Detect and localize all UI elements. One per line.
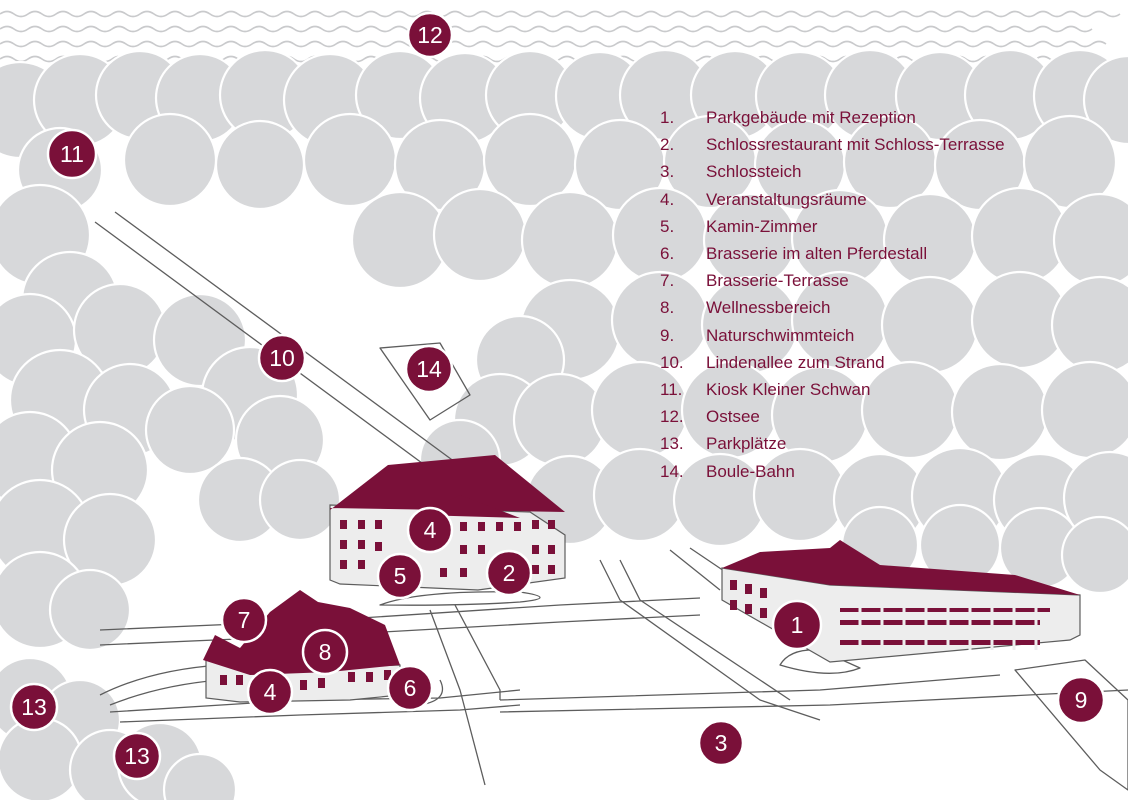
- legend-number: 3.: [660, 162, 675, 182]
- marker-8[interactable]: 8: [301, 628, 349, 676]
- tree-canopy: [0, 48, 1128, 800]
- legend-item: 13. Parkplätze: [660, 430, 1005, 457]
- marker-9[interactable]: 9: [1056, 675, 1106, 725]
- marker-6-label: 6: [404, 675, 417, 701]
- marker-1-label: 1: [791, 612, 804, 638]
- legend-number: 14.: [660, 461, 684, 481]
- marker-1[interactable]: 1: [771, 599, 823, 651]
- legend-label: Ostsee: [706, 407, 760, 427]
- legend-number: 5.: [660, 216, 675, 236]
- marker-4-castle-label: 4: [424, 517, 437, 543]
- legend-number: 13.: [660, 434, 684, 454]
- legend-label: Schlossteich: [706, 162, 802, 182]
- marker-5-label: 5: [394, 563, 407, 589]
- legend-label: Brasserie im alten Pferdestall: [706, 244, 928, 264]
- marker-10-label: 10: [269, 345, 295, 371]
- legend-number: 2.: [660, 135, 675, 155]
- legend-number: 1.: [660, 108, 675, 127]
- legend-label: Schlossrestaurant mit Schloss-Terrasse: [706, 135, 1005, 155]
- marker-14[interactable]: 14: [404, 344, 454, 394]
- legend-item: 5. Kamin-Zimmer: [660, 213, 1005, 240]
- legend-label: Lindenallee zum Strand: [706, 352, 885, 372]
- marker-13-bottom-label: 13: [124, 743, 150, 769]
- legend-number: 7.: [660, 271, 675, 291]
- legend-number: 6.: [660, 244, 675, 264]
- legend-label: Parkplätze: [706, 434, 787, 454]
- legend-number: 4.: [660, 189, 675, 209]
- marker-7-label: 7: [238, 607, 251, 633]
- marker-13-left[interactable]: 13: [9, 682, 59, 732]
- marker-4-brasserie[interactable]: 4: [246, 668, 294, 716]
- legend-item: 9. Naturschwimmteich: [660, 322, 1005, 349]
- legend-item: 12. Ostsee: [660, 403, 1005, 430]
- legend-item: 10. Lindenallee zum Strand: [660, 349, 1005, 376]
- marker-7[interactable]: 7: [220, 596, 268, 644]
- legend-item: 4. Veranstaltungsräume: [660, 186, 1005, 213]
- legend-label: Wellnessbereich: [706, 298, 831, 318]
- legend-label: Brasserie-Terrasse: [706, 271, 849, 291]
- marker-13-left-label: 13: [21, 694, 47, 720]
- marker-11[interactable]: 11: [46, 128, 98, 180]
- legend-item: 1. Parkgebäude mit Rezeption: [660, 104, 1005, 131]
- marker-3[interactable]: 3: [697, 719, 745, 767]
- marker-14-label: 14: [416, 356, 442, 382]
- marker-3-label: 3: [715, 730, 728, 756]
- legend-label: Naturschwimmteich: [706, 325, 855, 345]
- legend-number: 10.: [660, 352, 684, 372]
- marker-11-label: 11: [60, 141, 84, 167]
- marker-6[interactable]: 6: [386, 664, 434, 712]
- legend-number: 11.: [660, 380, 683, 400]
- legend-item: 11. Kiosk Kleiner Schwan: [660, 376, 1005, 403]
- marker-4-castle[interactable]: 4: [406, 506, 454, 554]
- marker-2-label: 2: [503, 560, 516, 586]
- legend-item: 6. Brasserie im alten Pferdestall: [660, 240, 1005, 267]
- legend-item: 14. Boule-Bahn: [660, 458, 1005, 485]
- legend-item: 3. Schlossteich: [660, 158, 1005, 185]
- legend-item: 7. Brasserie-Terrasse: [660, 267, 1005, 294]
- legend-number: 8.: [660, 298, 675, 318]
- legend-item: 2. Schlossrestaurant mit Schloss-Terrasse: [660, 131, 1005, 158]
- marker-12[interactable]: 12: [406, 11, 454, 59]
- legend-label: Kamin-Zimmer: [706, 216, 818, 236]
- marker-5[interactable]: 5: [376, 552, 424, 600]
- marker-13-bottom[interactable]: 13: [112, 731, 162, 781]
- marker-4-brasserie-label: 4: [264, 679, 277, 705]
- legend-number: 12.: [660, 407, 684, 427]
- legend-label: Boule-Bahn: [706, 461, 795, 481]
- legend-item: 8. Wellnessbereich: [660, 294, 1005, 321]
- legend-label: Parkgebäude mit Rezeption: [706, 108, 916, 127]
- marker-10[interactable]: 10: [257, 333, 307, 383]
- marker-2[interactable]: 2: [485, 549, 533, 597]
- legend-label: Veranstaltungsräume: [706, 189, 867, 209]
- legend-label: Kiosk Kleiner Schwan: [706, 380, 871, 400]
- marker-9-label: 9: [1075, 687, 1088, 713]
- marker-12-label: 12: [417, 22, 443, 48]
- map-legend: 1. Parkgebäude mit Rezeption 2. Schlossres…: [660, 104, 1005, 485]
- legend-number: 9.: [660, 325, 675, 345]
- marker-8-label: 8: [319, 639, 332, 665]
